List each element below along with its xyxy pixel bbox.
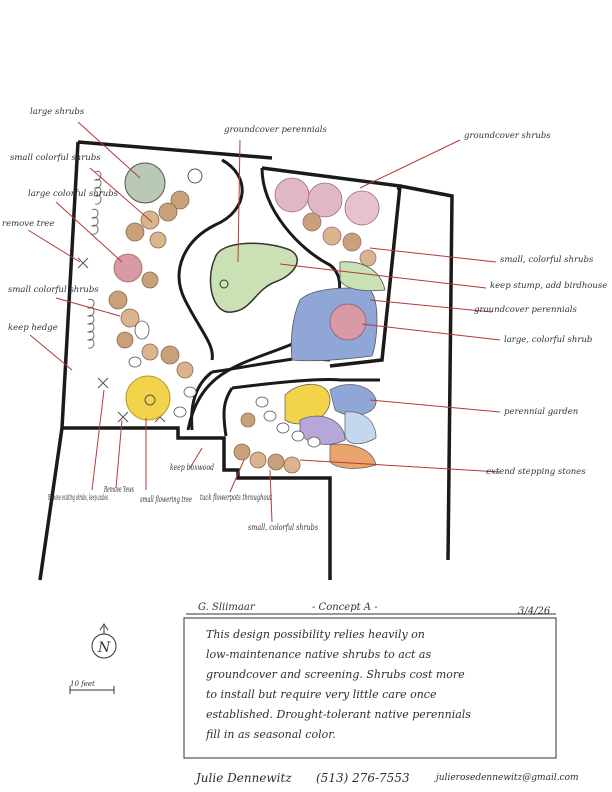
label-groundcover-shrubs: groundcover shrubs bbox=[464, 131, 551, 141]
label-large-shrubs: large shrubs bbox=[30, 107, 85, 117]
label-keep-hedge: keep hedge bbox=[8, 323, 58, 333]
designer-name: Julie Dennewitz bbox=[193, 771, 292, 785]
description-line: This design possibility relies heavily o… bbox=[206, 628, 425, 641]
description-line: fill in as seasonal color. bbox=[205, 728, 336, 741]
groundcover-island bbox=[209, 242, 298, 313]
description-line: established. Drought-tolerant native per… bbox=[206, 708, 471, 721]
flowering-tree bbox=[125, 375, 171, 421]
leader-lines bbox=[27, 121, 501, 523]
label-small-flowering-tree: small flowering tree bbox=[140, 495, 192, 505]
label-remove-yews: Remove Yews bbox=[103, 485, 134, 495]
label-large-colorful-shrub-right: large, colorful shrub bbox=[504, 335, 592, 345]
perennial-garden bbox=[284, 383, 377, 469]
label-keep-stump-birdhouse: keep stump, add birdhouse bbox=[490, 281, 607, 291]
concept-title: - Concept A - bbox=[312, 602, 378, 613]
designer-email: julierosedennewitz@gmail.com bbox=[434, 773, 579, 783]
client-name: G. Sliimaar bbox=[198, 602, 256, 613]
description-line: low-maintenance native shrubs to act as bbox=[206, 648, 431, 661]
scale-bar: 10 feet bbox=[69, 680, 115, 694]
hedge-row bbox=[86, 170, 102, 349]
shrub-cluster-bottom bbox=[233, 412, 301, 474]
label-remove-tree: remove tree bbox=[2, 219, 54, 229]
groundcover-perennials-right bbox=[290, 261, 386, 362]
footer: Julie Dennewitz (513) 276-7553 julierose… bbox=[193, 771, 579, 785]
label-small-colorful-shrubs-left: small colorful shrubs bbox=[10, 153, 101, 163]
label-keep-boxwood: keep boxwood bbox=[170, 463, 214, 473]
label-groundcover-perennials-top: groundcover perennials bbox=[224, 125, 328, 135]
label-remove-existing-shrubs: Remove existing shrubs, keep azalea bbox=[48, 493, 108, 503]
label-large-colorful-shrubs-left: large colorful shrubs bbox=[28, 189, 119, 199]
concept-date: 3/4/26 bbox=[518, 606, 551, 617]
scale-label: 10 feet bbox=[70, 680, 95, 688]
label-extend-stepping-stones: extend stepping stones bbox=[486, 467, 586, 477]
label-small-colorful-shrubs-left2: small colorful shrubs bbox=[8, 285, 99, 295]
north-letter: N bbox=[97, 640, 111, 656]
plan-labels: large shrubs small colorful shrubs large… bbox=[2, 107, 607, 477]
label-small-colorful-shrubs-bottom: small, colorful shrubs bbox=[248, 523, 318, 533]
label-tuck-flowerpots: tuck flowerpots throughout bbox=[200, 493, 272, 503]
label-perennial-garden: perennial garden bbox=[504, 407, 578, 417]
stepping-stones-right bbox=[255, 396, 321, 448]
description-line: groundcover and screening. Shrubs cost m… bbox=[206, 668, 465, 681]
stepping-stones-left bbox=[128, 320, 197, 418]
designer-phone: (513) 276-7553 bbox=[316, 771, 410, 785]
label-small-colorful-shrubs-right: small, colorful shrubs bbox=[500, 255, 594, 265]
shrub-large-top bbox=[124, 162, 203, 204]
shrub-cluster-top-right bbox=[274, 177, 380, 267]
shrub-cluster-left bbox=[108, 190, 194, 379]
description-text: This design possibility relies heavily o… bbox=[205, 628, 471, 741]
plan-labels-lower: Remove existing shrubs, keep azalea Remo… bbox=[48, 463, 319, 533]
north-arrow: N bbox=[91, 623, 117, 659]
description-box bbox=[183, 617, 557, 759]
title-block: G. Sliimaar - Concept A - 3/4/26 This de… bbox=[183, 602, 557, 759]
description-line: to install but require very little care … bbox=[206, 688, 437, 701]
property-outline bbox=[38, 140, 454, 581]
label-groundcover-perennials-right: groundcover perennials bbox=[474, 305, 578, 315]
